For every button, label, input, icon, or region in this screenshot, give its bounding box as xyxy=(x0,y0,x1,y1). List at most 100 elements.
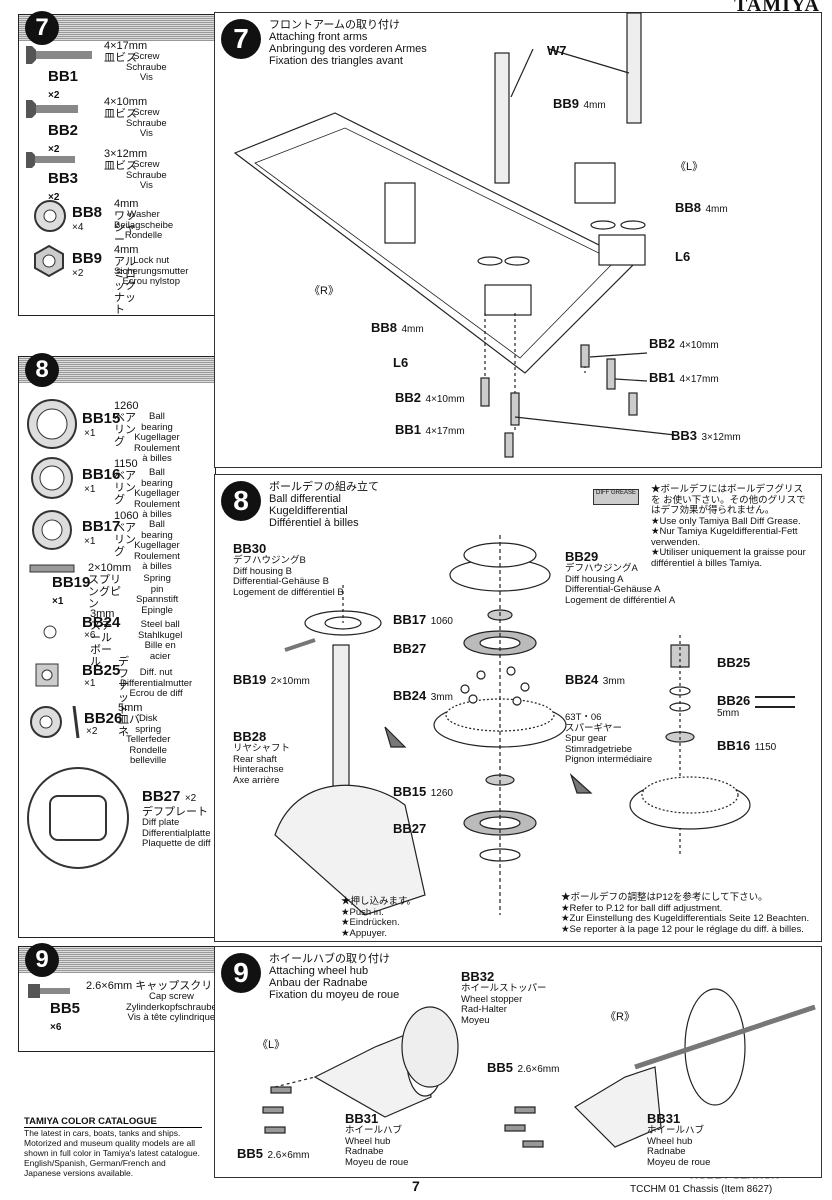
bb16-qty: ×1 xyxy=(84,484,96,495)
bb27-qty: ×2 xyxy=(184,793,197,804)
step7-panel-number: 7 xyxy=(221,19,261,59)
bb16-name-fr: Roulement à billes xyxy=(134,498,180,520)
bb28-ja: リヤシャフト xyxy=(233,743,291,754)
step9-title-en: Attaching wheel hub xyxy=(269,965,369,977)
bb9-qty: ×2 xyxy=(72,268,84,279)
label-bb15: BB15 xyxy=(393,784,427,799)
label-bb24-left-size: 3mm xyxy=(430,692,453,703)
label-bb9: BB9 xyxy=(553,96,580,111)
grease-note-en: ★Use only Tamiya Ball Diff Grease. xyxy=(651,515,801,527)
bearing-icon xyxy=(31,457,73,499)
label-bb3-size: 3×12mm xyxy=(701,432,741,443)
label-right-wheel: 《R》 xyxy=(605,1011,635,1023)
front-arm-diagram xyxy=(233,12,676,458)
label-bb31-left: BB31 xyxy=(345,1111,379,1126)
bb5-name-en: Cap screw xyxy=(148,991,194,1002)
label-bb19: BB19 xyxy=(233,672,267,687)
cap-screw-icon xyxy=(28,984,70,998)
bb3-name-de: Schraube xyxy=(126,169,167,181)
bb8-name-en: Washer xyxy=(127,209,160,220)
label-bb5-left-size: 2.6×6mm xyxy=(267,1150,310,1161)
label-bb8-right: BB8 xyxy=(371,320,398,335)
step7-panel: 7 フロントアームの取り付け Attaching front arms Anbr… xyxy=(214,12,822,468)
step9-number: 9 xyxy=(25,943,59,977)
label-bb1-right-size: 4×17mm xyxy=(679,374,719,385)
bb24-qty: ×6 xyxy=(84,630,96,641)
label-w7: W7 xyxy=(547,43,567,58)
spur-ja: スパーギヤー xyxy=(565,722,623,734)
label-bb26: BB26 xyxy=(717,693,751,708)
bb19-name-en: Spring pin xyxy=(143,573,171,595)
bb5-qty: ×6 xyxy=(50,1022,62,1033)
bb25-name-en: Diff. nut xyxy=(139,667,173,678)
bb16-name-en: Ball bearing xyxy=(141,467,173,489)
bb19-qty: ×1 xyxy=(52,596,64,607)
label-bb29: BB29 xyxy=(565,549,599,564)
bb1-spec: 4×17mm皿ビス xyxy=(104,40,148,64)
label-bb5-right-size: 2.6×6mm xyxy=(517,1064,560,1075)
bb25-qty: ×1 xyxy=(84,678,96,689)
bb31-right-en: Wheel hub xyxy=(647,1135,693,1147)
step8-title-de: Kugeldifferential xyxy=(269,505,348,517)
washer-icon xyxy=(34,200,66,232)
ball-diff-diagram xyxy=(274,535,795,916)
footer-code: TCCHM 01 Chassis (Item 8627) xyxy=(630,1184,773,1195)
bb5-name-fr: Vis à tête cylindrique xyxy=(127,1012,216,1023)
step7-title-fr: Fixation des triangles avant xyxy=(269,55,403,67)
bb3-name-fr: Vis xyxy=(139,180,153,191)
bb17-spec: 1060ベアリング xyxy=(114,510,139,558)
label-bb24-left: BB24 xyxy=(393,688,427,703)
bb3-code: BB3 xyxy=(48,170,79,187)
step8-title-ja: ボールデフの組み立て xyxy=(269,481,379,493)
bb15-spec: 1260ベアリング xyxy=(114,400,139,448)
bb1-code: BB1 xyxy=(48,68,79,85)
label-l6-left: L6 xyxy=(675,249,691,264)
bb15-name-en: Ball bearing xyxy=(141,411,173,433)
parts-box-step7: 7 xyxy=(18,11,216,316)
bb32-en: Wheel stopper xyxy=(461,993,523,1005)
bb31-left-fr: Moyeu de roue xyxy=(345,1156,409,1168)
bb16-code: BB16 xyxy=(82,466,121,483)
bb9-name-en: Lock nut xyxy=(133,255,170,266)
label-bb27-top: BB27 xyxy=(393,641,427,656)
bb8-name-fr: Rondelle xyxy=(124,230,163,241)
bb31-right-de: Radnabe xyxy=(647,1146,686,1157)
bb30-ja: デフハウジングB xyxy=(233,555,306,566)
bb8-qty: ×4 xyxy=(72,222,84,233)
push-note-de: ★Eindrücken. xyxy=(341,917,400,928)
bb28-fr: Axe arrière xyxy=(233,774,280,786)
label-bb5-left: BB5 xyxy=(237,1146,264,1161)
screw-icon xyxy=(26,46,92,64)
bb1-name-fr: Vis xyxy=(139,72,153,83)
label-bb17: BB17 xyxy=(393,612,427,627)
bb19-name-de: Spannstift xyxy=(136,594,179,605)
bb15-name-fr: Roulement à billes xyxy=(134,442,180,464)
step9-panel: 9 ホイールハブの取り付け Attaching wheel hub Anbau … xyxy=(214,946,822,1178)
bb27-name-de: Differentialplatte xyxy=(142,827,211,839)
bb9-spec: 4mmアルミロックナット xyxy=(114,244,139,316)
disk-spring-icon xyxy=(30,705,80,739)
label-bb25: BB25 xyxy=(717,655,751,670)
catalogue-box: TAMIYA COLOR CATALOGUE The latest in car… xyxy=(24,1116,202,1178)
label-bb3: BB3 xyxy=(671,428,698,443)
bb2-qty: ×2 xyxy=(48,144,60,155)
bb15-qty: ×1 xyxy=(84,428,96,439)
bb27-code: BB27 xyxy=(142,788,181,805)
bb29-ja: デフハウジングA xyxy=(565,563,638,574)
label-bb30: BB30 xyxy=(233,541,267,556)
bearing-icon xyxy=(32,510,72,550)
label-right-side: 《R》 xyxy=(309,285,339,297)
push-note-en: ★Push in. xyxy=(341,906,384,918)
bb26-name-de: Tellerfeder xyxy=(126,734,171,745)
step7-title-de: Anbringung des vorderen Armes xyxy=(269,43,427,55)
bb9-code: BB9 xyxy=(72,250,103,267)
bb26-spec: 5mm皿バネ xyxy=(118,702,143,738)
bb24-name-de: Stahlkugel xyxy=(138,629,183,641)
bb1-name-de: Schraube xyxy=(126,61,167,73)
grease-note-ja: ★ボールデフにはボールデフグリスを お使い下さい。その他のグリスではデフ効果が得… xyxy=(651,484,806,516)
bb26-name-fr: Rondelle belleville xyxy=(129,744,167,766)
bb28-en: Rear shaft xyxy=(233,753,277,765)
step8-number: 8 xyxy=(25,353,59,387)
bb26-qty: ×2 xyxy=(86,726,98,737)
bb19-spec: 2×10mmスプリングピン xyxy=(88,562,132,610)
